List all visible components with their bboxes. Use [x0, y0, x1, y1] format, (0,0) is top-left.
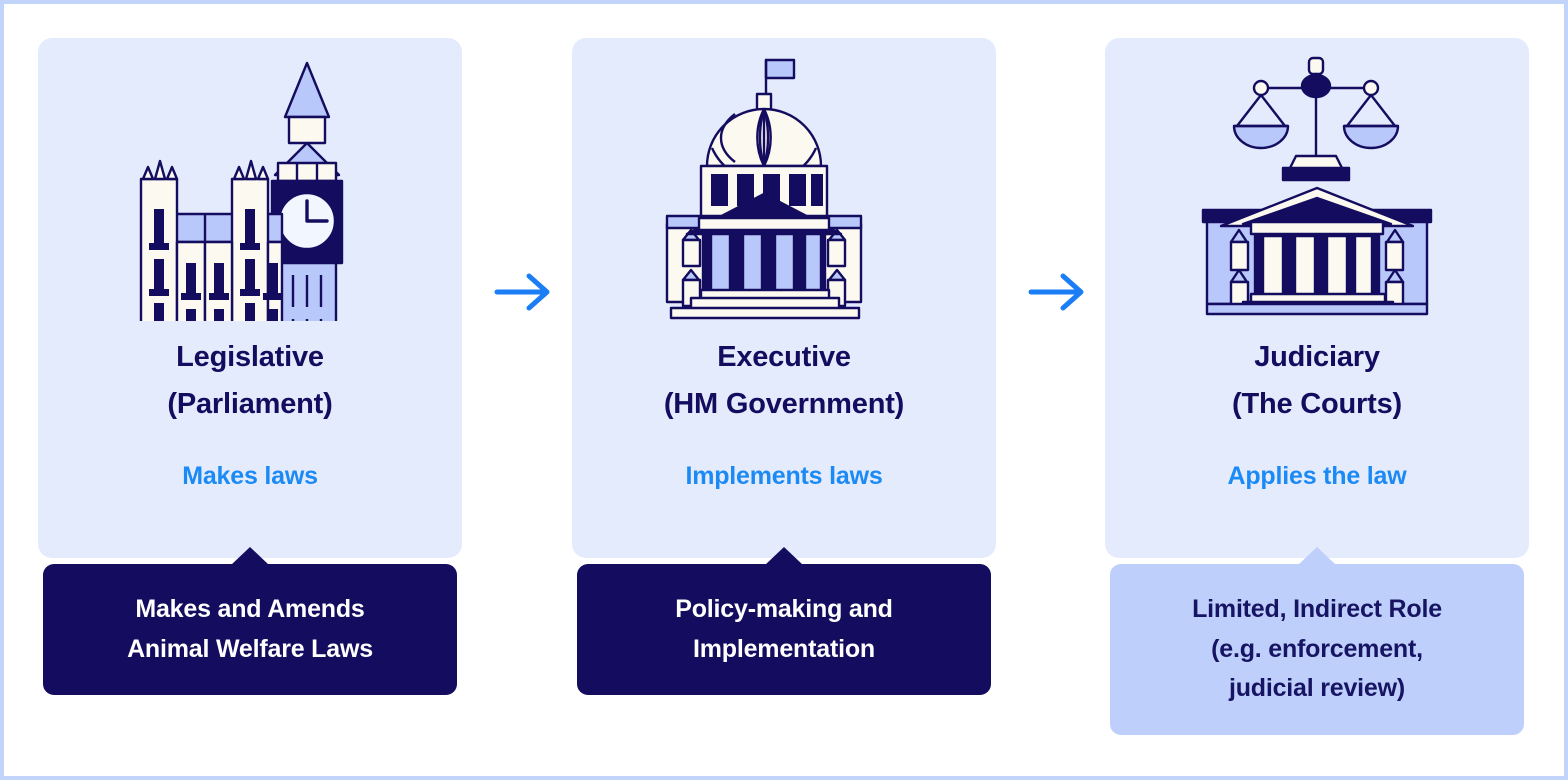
domed-government-building-icon [572, 38, 996, 334]
card-title-legislative: Legislative (Parliament) [38, 334, 462, 428]
callout-zone-executive: Policy-making and Implementation [572, 547, 996, 695]
card-title-executive: Executive (HM Government) [572, 334, 996, 428]
callout-zone-judiciary: Limited, Indirect Role (e.g. enforcement… [1105, 547, 1529, 735]
callout-zone-legislative: Makes and Amends Animal Welfare Laws [38, 547, 462, 695]
callout-legislative: Makes and Amends Animal Welfare Laws [43, 547, 457, 695]
callout-line: Implementation [693, 634, 875, 663]
callout-line: judicial review) [1228, 674, 1406, 702]
callout-pointer-icon [1298, 547, 1336, 565]
callout-executive: Policy-making and Implementation [577, 547, 991, 695]
card-title-line-2: (HM Government) [663, 387, 905, 420]
arrow-legislative-to-executive-icon [491, 270, 557, 314]
callout-judiciary: Limited, Indirect Role (e.g. enforcement… [1110, 547, 1524, 735]
card-title-line-2: (Parliament) [167, 387, 333, 420]
column-judiciary: Judiciary (The Courts) Applies the law L… [1105, 38, 1529, 735]
card-subtitle-legislative: Makes laws [182, 461, 318, 490]
callout-pointer-icon [231, 547, 269, 565]
card-executive: Executive (HM Government) Implements law… [572, 38, 996, 558]
card-title-line-1: Executive [717, 341, 851, 373]
arrow-executive-to-judiciary-icon [1025, 270, 1091, 314]
callout-line: (e.g. enforcement, [1211, 634, 1423, 663]
callout-line: Animal Welfare Laws [127, 634, 373, 663]
column-legislative: Legislative (Parliament) Makes laws Make… [38, 38, 462, 695]
card-subtitle-judiciary: Applies the law [1227, 461, 1407, 490]
card-title-line-1: Judiciary [1254, 341, 1380, 373]
callout-pointer-icon [765, 547, 803, 565]
parliament-clock-tower-icon [38, 38, 462, 334]
callout-line: Limited, Indirect Role [1192, 595, 1442, 623]
callout-line: Makes and Amends [135, 595, 365, 623]
card-legislative: Legislative (Parliament) Makes laws [38, 38, 462, 558]
card-title-line-1: Legislative [176, 341, 324, 373]
card-judiciary: Judiciary (The Courts) Applies the law [1105, 38, 1529, 558]
diagram-canvas: Legislative (Parliament) Makes laws Make… [4, 4, 1564, 776]
card-title-judiciary: Judiciary (The Courts) [1105, 334, 1529, 428]
card-subtitle-executive: Implements laws [685, 461, 883, 490]
scales-of-justice-courthouse-icon [1105, 38, 1529, 334]
column-executive: Executive (HM Government) Implements law… [572, 38, 996, 695]
card-title-line-2: (The Courts) [1232, 387, 1402, 420]
callout-line: Policy-making and [675, 595, 893, 623]
